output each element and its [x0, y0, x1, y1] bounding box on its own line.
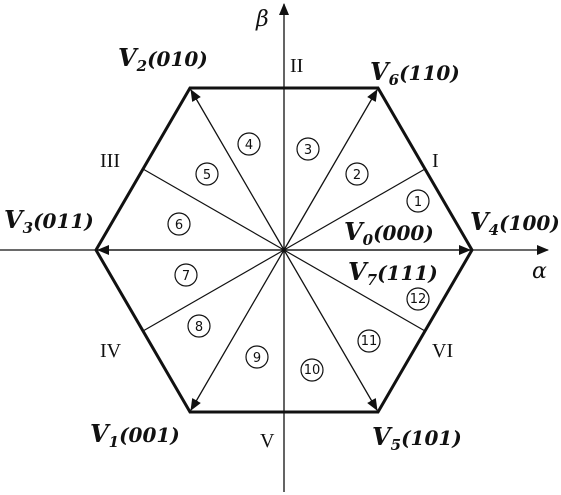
vector-v3-symbol: V — [4, 205, 25, 234]
svg-text:V3(011): V3(011) — [4, 205, 94, 237]
sector-marker-9: 9 — [245, 345, 269, 369]
vector-v1-subscript: 1 — [109, 433, 119, 451]
svg-text:V5(101): V5(101) — [372, 422, 462, 454]
vector-arrows — [97, 89, 471, 411]
vector-v7-code: (111) — [377, 261, 438, 285]
svg-text:2: 2 — [353, 168, 361, 183]
vector-v4-subscript: 4 — [489, 221, 499, 239]
region-label-III: III — [100, 150, 120, 172]
vector-v2-code: (010) — [147, 47, 208, 71]
svg-text:11: 11 — [361, 334, 378, 349]
sector-marker-10: 10 — [300, 358, 324, 382]
vector-v7-subscript: 7 — [367, 271, 378, 289]
vector-label-v4: V4(100) — [470, 207, 560, 239]
region-label-II: II — [290, 55, 303, 77]
vector-v5-arrow — [283, 249, 378, 411]
svg-text:V4(100): V4(100) — [470, 207, 560, 239]
vector-v1-arrow — [190, 249, 285, 411]
sector-marker-5: 5 — [195, 162, 219, 186]
sector-marker-11: 11 — [357, 329, 381, 353]
sector-marker-2: 2 — [345, 162, 369, 186]
sector-line-VI — [283, 249, 426, 332]
svg-text:6: 6 — [175, 218, 183, 233]
vector-v5-symbol: V — [372, 422, 393, 451]
region-label-I: I — [432, 150, 439, 172]
hexagon-outline — [94, 86, 474, 414]
svg-text:1: 1 — [414, 195, 422, 210]
svg-text:V6(110): V6(110) — [370, 57, 460, 89]
svg-text:3: 3 — [304, 143, 312, 158]
region-label-V: V — [260, 430, 275, 452]
vector-v2-symbol: V — [118, 43, 139, 72]
svg-text:12: 12 — [410, 292, 427, 307]
vector-v0-code: (000) — [373, 221, 434, 245]
svg-text:V7(111): V7(111) — [348, 257, 438, 289]
vector-v0-subscript: 0 — [363, 231, 374, 249]
vector-v1-symbol: V — [90, 419, 111, 448]
vector-label-v7: V7(111) — [348, 257, 438, 289]
vector-label-v2: V2(010) — [118, 43, 208, 75]
sector-markers: 1 2 3 4 5 6 7 8 9 10 11 12 — [167, 132, 430, 382]
region-label-VI: VI — [432, 340, 453, 362]
vector-v1-code: (001) — [119, 423, 180, 447]
vector-v4-symbol: V — [470, 207, 491, 236]
svg-text:V0(000): V0(000) — [344, 217, 434, 249]
sector-lines — [142, 168, 426, 332]
svg-text:5: 5 — [203, 168, 211, 183]
sector-marker-8: 8 — [187, 314, 211, 338]
sector-marker-4: 4 — [237, 132, 261, 156]
svg-text:4: 4 — [245, 138, 253, 153]
svg-text:7: 7 — [182, 269, 190, 284]
svg-text:V2(010): V2(010) — [118, 43, 208, 75]
svg-text:10: 10 — [304, 363, 321, 378]
vector-label-v6: V6(110) — [370, 57, 460, 89]
beta-axis-label: β — [255, 7, 269, 32]
vector-label-v3: V3(011) — [4, 205, 94, 237]
vector-v3-subscript: 3 — [23, 219, 33, 237]
vector-v5-subscript: 5 — [391, 436, 401, 454]
vector-v6-arrow — [283, 89, 378, 251]
sector-marker-7: 7 — [174, 263, 198, 287]
vector-v2-arrow — [190, 89, 285, 251]
vector-v6-subscript: 6 — [389, 71, 400, 89]
vector-v4-code: (100) — [499, 211, 560, 235]
vector-v7-symbol: V — [348, 257, 369, 286]
sector-line-III — [142, 168, 285, 251]
vector-v3-code: (011) — [33, 209, 94, 233]
alpha-axis-label: α — [532, 259, 547, 284]
svg-text:V1(001): V1(001) — [90, 419, 180, 451]
sector-marker-12: 12 — [406, 287, 430, 311]
vector-v6-symbol: V — [370, 57, 391, 86]
sector-line-IV — [142, 249, 285, 332]
sector-marker-3: 3 — [296, 137, 320, 161]
vector-label-v0: V0(000) — [344, 217, 434, 249]
vector-label-v5: V5(101) — [372, 422, 462, 454]
region-label-IV: IV — [100, 340, 122, 362]
vector-label-v1: V1(001) — [90, 419, 180, 451]
vector-v2-subscript: 2 — [136, 57, 147, 75]
vector-v6-code: (110) — [399, 61, 460, 85]
sector-line-I — [283, 168, 426, 251]
vector-v0-symbol: V — [344, 217, 365, 246]
sector-marker-1: 1 — [406, 189, 430, 213]
svg-text:9: 9 — [253, 351, 261, 366]
vector-v5-code: (101) — [401, 426, 462, 450]
sector-marker-6: 6 — [167, 212, 191, 236]
svg-text:8: 8 — [195, 320, 203, 335]
